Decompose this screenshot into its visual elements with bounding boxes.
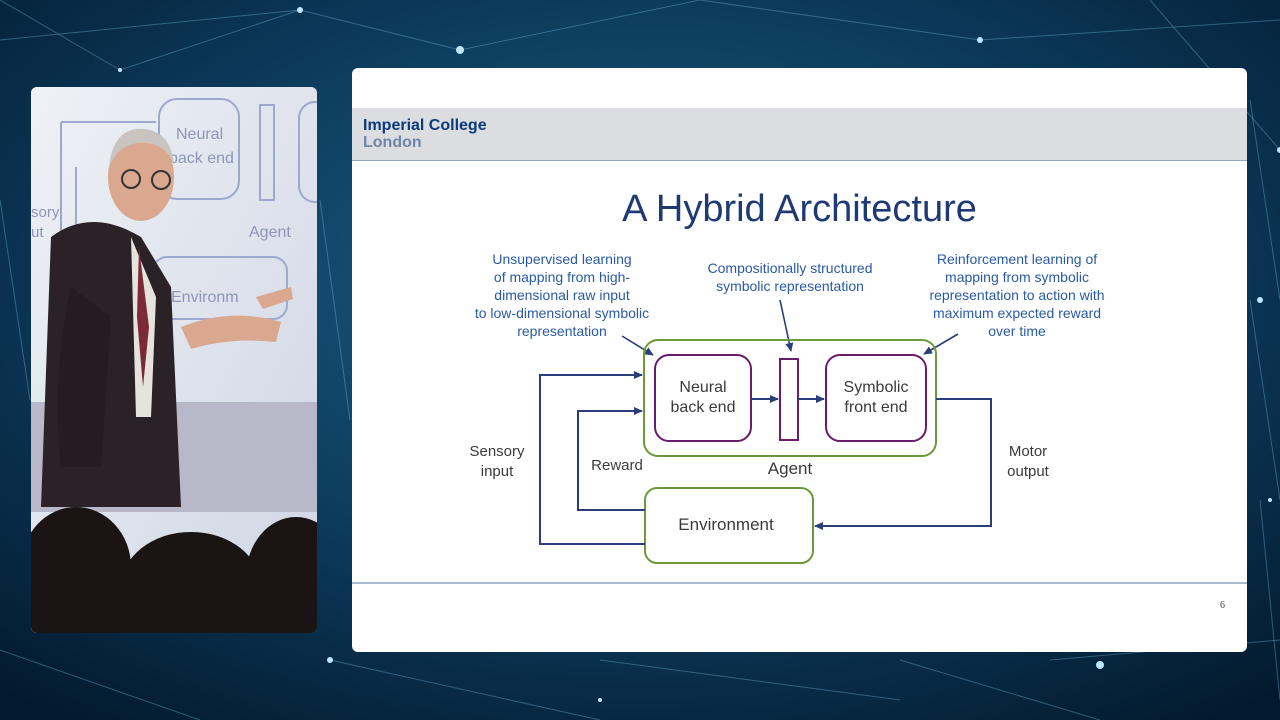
annotation-left-line: to low-dimensional symbolic bbox=[475, 305, 649, 321]
architecture-diagram: Unsupervised learning of mapping from hi… bbox=[469, 251, 1105, 564]
annotation-right-line: maximum expected reward bbox=[933, 305, 1101, 321]
reward-label: Reward bbox=[591, 457, 643, 474]
motor-label-line1: Motor bbox=[1009, 443, 1047, 460]
annotation-right-line: over time bbox=[988, 323, 1046, 339]
slide-page-number: 6 bbox=[1220, 600, 1225, 611]
projection-sensory-line1: sory bbox=[31, 204, 60, 221]
presentation-slide: Imperial College London A Hybrid Archite… bbox=[352, 68, 1247, 652]
projection-sensory-line2: ut bbox=[31, 224, 44, 241]
symbolic-representation-bar bbox=[779, 358, 799, 441]
pointer-to-symbolic-rep bbox=[779, 299, 794, 352]
environment-label: Environment bbox=[678, 515, 774, 534]
slide-footer-line bbox=[352, 582, 1247, 584]
reward-arrow bbox=[577, 407, 645, 511]
annotation-left-line: of mapping from high- bbox=[494, 269, 631, 285]
annotation-reinforcement: Reinforcement learning of mapping from s… bbox=[929, 251, 1104, 339]
imperial-college-logo: Imperial College London bbox=[363, 117, 487, 151]
speaker-video: Neural back end Agent Environm sory ut bbox=[31, 87, 317, 633]
agent-box bbox=[643, 339, 937, 457]
pointer-to-symbolic-front bbox=[923, 333, 959, 355]
neural-label-line1: Neural bbox=[679, 379, 726, 396]
audience-heads bbox=[31, 507, 317, 633]
annotation-unsupervised: Unsupervised learning of mapping from hi… bbox=[475, 251, 649, 339]
motor-label-line2: output bbox=[1007, 463, 1050, 480]
neural-back-end-box bbox=[654, 354, 752, 442]
sensory-label-line2: input bbox=[481, 463, 514, 480]
slide-title: A Hybrid Architecture bbox=[622, 188, 977, 230]
environment-box bbox=[644, 487, 814, 564]
annotation-center-line: symbolic representation bbox=[716, 278, 864, 294]
sensory-label-line1: Sensory bbox=[469, 443, 525, 460]
slide-header: Imperial College London bbox=[352, 108, 1247, 161]
projection-agent-label: Agent bbox=[249, 224, 291, 241]
annotation-center-line: Compositionally structured bbox=[708, 260, 873, 276]
motor-output-arrow bbox=[814, 398, 992, 530]
projection-neural-line1: Neural bbox=[176, 126, 223, 143]
agent-label: Agent bbox=[768, 459, 813, 478]
symbolic-label-line1: Symbolic bbox=[844, 379, 909, 396]
projection-environment-label: Environm bbox=[171, 289, 239, 306]
symbolic-front-end-box bbox=[825, 354, 927, 442]
annotation-compositional: Compositionally structured symbolic repr… bbox=[708, 260, 873, 294]
annotation-left-line: representation bbox=[517, 323, 607, 339]
neural-label-line2: back end bbox=[671, 399, 736, 416]
annotation-right-line: mapping from symbolic bbox=[945, 269, 1089, 285]
annotation-right-line: Reinforcement learning of bbox=[937, 251, 1097, 267]
annotation-left-line: Unsupervised learning bbox=[492, 251, 631, 267]
logo-line1: Imperial College bbox=[363, 117, 487, 134]
projection-neural-line2: back end bbox=[169, 150, 234, 167]
pointer-to-neural bbox=[621, 335, 654, 356]
logo-line2: London bbox=[363, 134, 422, 151]
sensory-input-arrow bbox=[539, 371, 645, 545]
speaker-figure bbox=[41, 128, 293, 507]
symbolic-label-line2: front end bbox=[844, 399, 907, 416]
annotation-left-line: dimensional raw input bbox=[494, 287, 630, 303]
annotation-right-line: representation to action with bbox=[929, 287, 1104, 303]
